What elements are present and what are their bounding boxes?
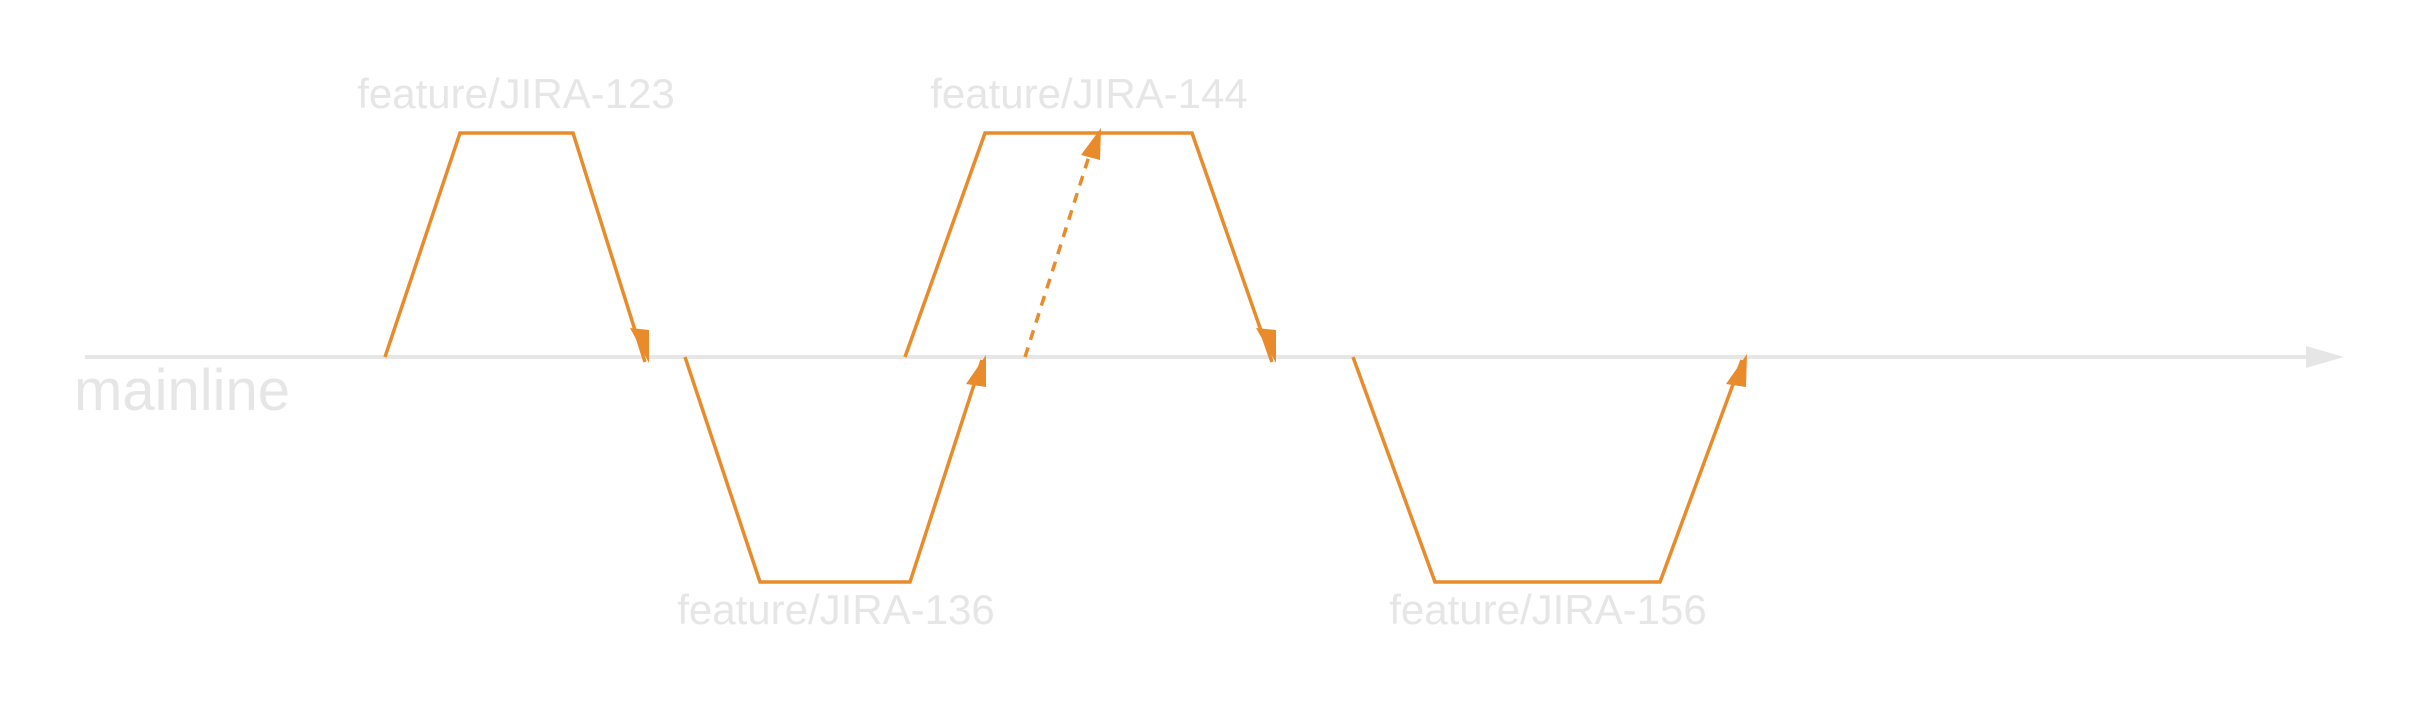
branch-label: feature/JIRA-144 — [930, 70, 1248, 117]
branch-path — [683, 356, 984, 584]
branch-path — [383, 131, 647, 363]
sync-dashed-line — [1023, 149, 1093, 358]
merge-arrowhead — [1256, 328, 1276, 363]
branch-path — [1351, 356, 1744, 584]
sync-arrowhead — [1081, 128, 1101, 160]
branch-path — [903, 131, 1274, 363]
branch-label: feature/JIRA-123 — [357, 70, 675, 117]
branch-jira-123: feature/JIRA-123 — [357, 70, 675, 363]
merge-arrowhead — [1726, 354, 1747, 387]
merge-arrowhead — [966, 355, 986, 387]
branch-label: feature/JIRA-156 — [1389, 586, 1707, 633]
branch-jira-156: feature/JIRA-156 — [1351, 354, 1747, 633]
mainline: mainline — [74, 346, 2344, 423]
branch-jira-144: feature/JIRA-144 — [903, 70, 1276, 363]
mainline-label: mainline — [74, 358, 290, 423]
branch-label: feature/JIRA-136 — [677, 586, 995, 633]
mainline-arrowhead — [2306, 346, 2344, 368]
merge-arrowhead — [630, 328, 649, 363]
branch-jira-136: feature/JIRA-136 — [677, 355, 995, 633]
